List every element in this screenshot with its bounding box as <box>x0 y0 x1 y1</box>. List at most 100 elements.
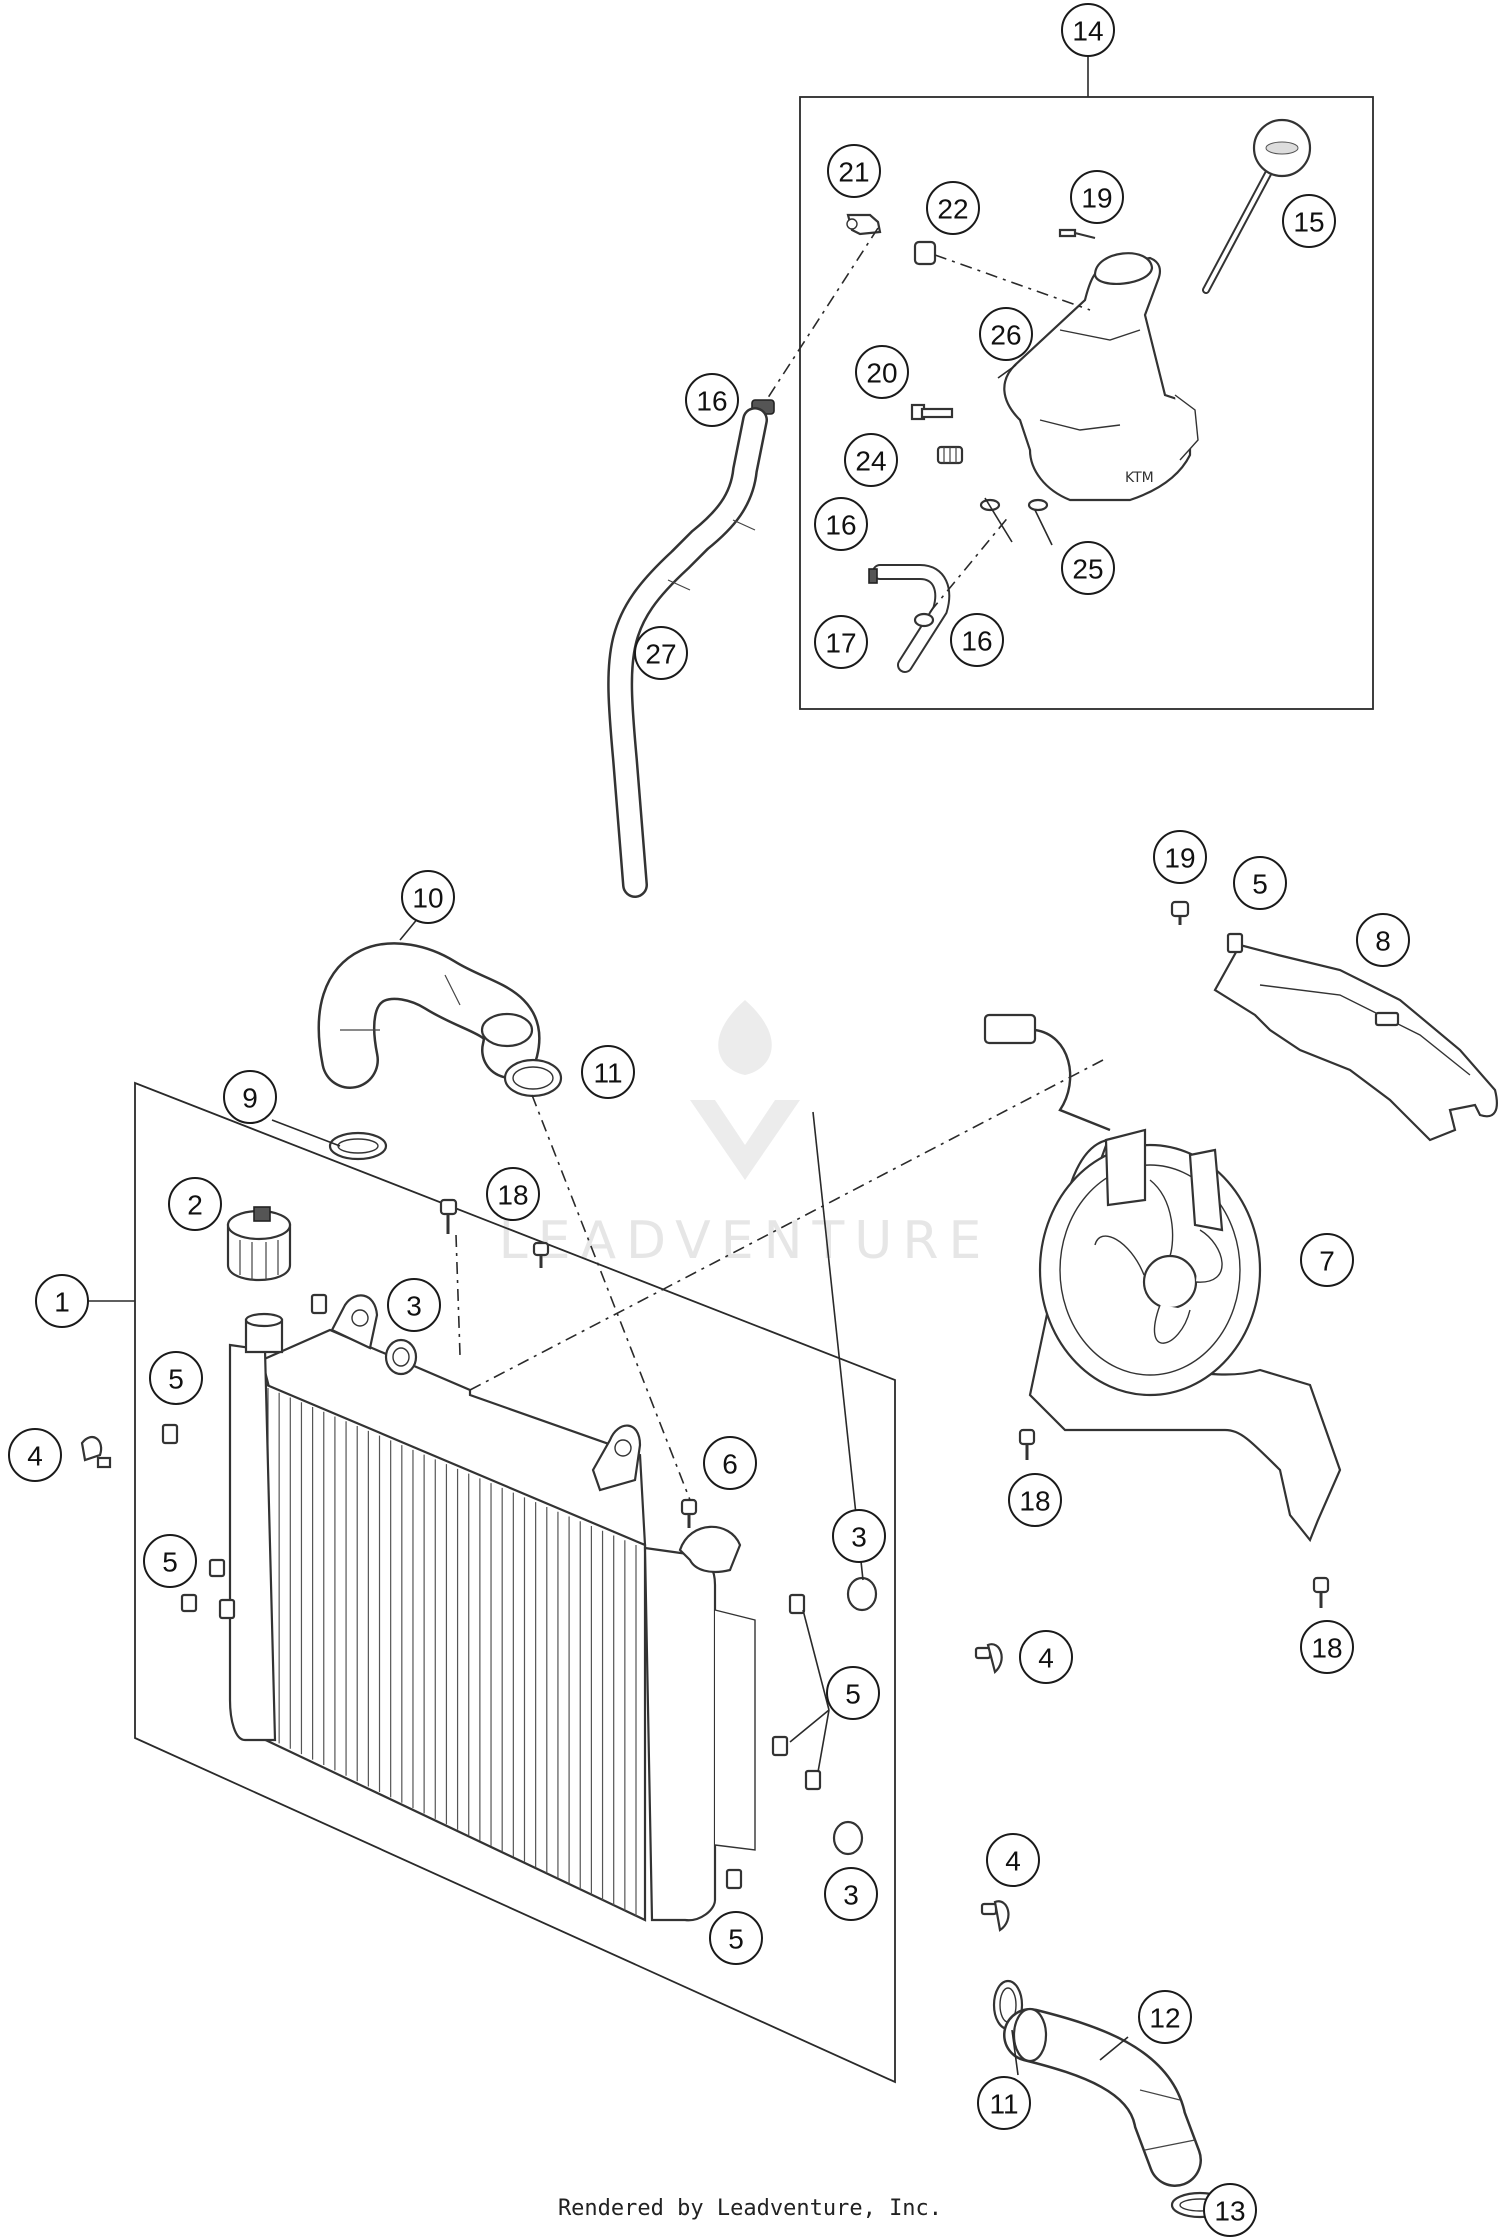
clamp-11-upper <box>503 1058 563 1098</box>
callout-circle <box>1282 194 1336 248</box>
callout-number: 1 <box>54 1287 70 1318</box>
callout-part-27: 27 <box>634 626 688 680</box>
callout-number: 16 <box>696 386 727 417</box>
bolt-6 <box>680 1498 698 1528</box>
tank-brand-mark: KTM <box>1125 470 1154 486</box>
callout-circle <box>1203 2183 1257 2237</box>
dipstick-part <box>1202 118 1312 294</box>
callout-number: 6 <box>722 1449 738 1480</box>
callout-part-5: 5 <box>1233 856 1287 910</box>
nut-5-top <box>310 1293 328 1315</box>
dash-22-tank <box>934 254 1091 311</box>
callout-circle <box>1008 1473 1062 1527</box>
callout-number: 16 <box>825 510 856 541</box>
nuts-5-right <box>725 1593 822 1890</box>
callout-circle <box>581 1045 635 1099</box>
callout-circle <box>977 2076 1031 2130</box>
dash-18-rad <box>455 1234 461 1356</box>
callout-number: 17 <box>825 628 856 659</box>
callout-number: 14 <box>1072 16 1103 47</box>
upper-hose-10 <box>317 942 541 1089</box>
callout-part-4: 4 <box>1019 1630 1073 1684</box>
grommet-3-top <box>384 1338 418 1376</box>
dash-clamp11-rad <box>531 1094 691 1501</box>
callout-circle <box>855 345 909 399</box>
callout-part-10: 10 <box>401 870 455 924</box>
callout-circle <box>827 144 881 198</box>
callout-part-22: 22 <box>926 181 980 235</box>
radiator-cap-2 <box>226 1206 292 1281</box>
screw-20 <box>910 403 954 421</box>
kit-box <box>799 96 1374 710</box>
callout-circle <box>149 1351 203 1405</box>
callout-part-24: 24 <box>844 433 898 487</box>
nut-5-left <box>161 1423 179 1445</box>
callout-number: 16 <box>961 626 992 657</box>
callout-number: 10 <box>412 883 443 914</box>
screw-19-top <box>1058 228 1096 239</box>
callout-part-8: 8 <box>1356 913 1410 967</box>
nut-18-mid <box>439 1198 458 1234</box>
callout-part-6: 6 <box>703 1436 757 1490</box>
callout-number: 19 <box>1081 183 1112 214</box>
callout-part-3: 3 <box>824 1867 878 1921</box>
callout-part-5: 5 <box>143 1534 197 1588</box>
callout-number: 24 <box>855 446 886 477</box>
callout-part-5: 5 <box>149 1351 203 1405</box>
callout-circle <box>486 1167 540 1221</box>
callout-number: 15 <box>1293 207 1324 238</box>
callout-part-19: 19 <box>1153 830 1207 884</box>
bolt-4-lower <box>980 1900 1010 1932</box>
callout-number: 18 <box>1311 1633 1342 1664</box>
callout-part-3: 3 <box>387 1278 441 1332</box>
grommet-22 <box>913 240 937 266</box>
callout-part-7: 7 <box>1300 1233 1354 1287</box>
callout-part-16: 16 <box>950 613 1004 667</box>
callout-circle <box>35 1274 89 1328</box>
callout-part-18: 18 <box>486 1167 540 1221</box>
leadventure-watermark: LEADVENTURE <box>499 1000 981 1271</box>
callout-number: 3 <box>843 1880 859 1911</box>
callout-circle <box>709 1911 763 1965</box>
callout-number: 12 <box>1149 2003 1180 2034</box>
callout-circle <box>8 1428 62 1482</box>
shroud-8 <box>1213 943 1498 1142</box>
callout-circle <box>1061 3 1115 57</box>
callout-part-20: 20 <box>855 345 909 399</box>
callout-part-18: 18 <box>1008 1473 1062 1527</box>
render-credit: Rendered by Leadventure, Inc. <box>557 2196 943 2221</box>
callout-circle <box>814 497 868 551</box>
callout-number: 5 <box>168 1364 184 1395</box>
callout-part-5: 5 <box>826 1666 880 1720</box>
screw-18-fan-bottom <box>1312 1576 1330 1608</box>
callout-circle <box>1061 541 1115 595</box>
callout-circle <box>824 1867 878 1921</box>
callout-number: 25 <box>1072 554 1103 585</box>
expansion-tank: KTM <box>1003 252 1199 502</box>
lower-hose-12 <box>1003 2007 1202 2187</box>
callout-circle <box>387 1278 441 1332</box>
callout-circle <box>1300 1233 1354 1287</box>
callout-part-5: 5 <box>709 1911 763 1965</box>
clamp-16-lower <box>913 612 935 628</box>
callout-number: 20 <box>866 358 897 389</box>
callout-circle <box>143 1534 197 1588</box>
callout-circle <box>168 1177 222 1231</box>
callout-number: 11 <box>989 2089 1018 2120</box>
callout-circle <box>401 870 455 924</box>
callout-circle <box>634 626 688 680</box>
screw-18-fan-top <box>1018 1428 1036 1460</box>
callout-circle <box>950 613 1004 667</box>
callout-circle <box>826 1666 880 1720</box>
callout-part-2: 2 <box>168 1177 222 1231</box>
callout-number: 5 <box>845 1679 861 1710</box>
cooling-fan-7 <box>983 1013 1342 1543</box>
callout-part-25: 25 <box>1061 541 1115 595</box>
callout-number: 21 <box>838 157 869 188</box>
callout-number: 7 <box>1319 1246 1335 1277</box>
callout-circle <box>926 181 980 235</box>
callout-number: 13 <box>1214 2196 1245 2227</box>
callout-part-19: 19 <box>1070 170 1124 224</box>
callout-part-18: 18 <box>1300 1620 1354 1674</box>
